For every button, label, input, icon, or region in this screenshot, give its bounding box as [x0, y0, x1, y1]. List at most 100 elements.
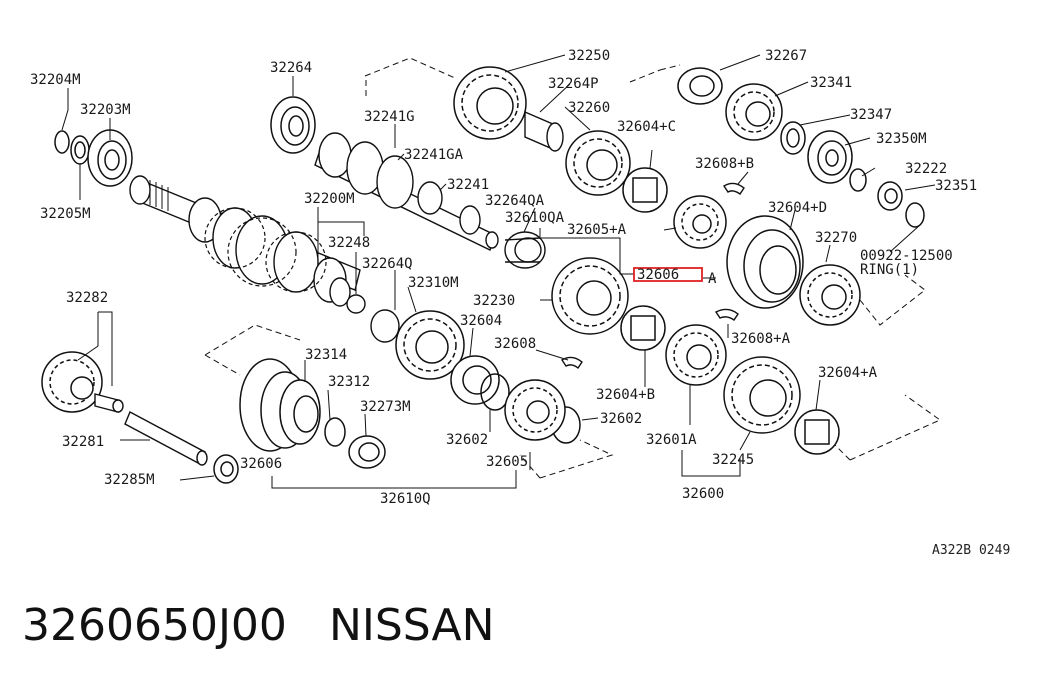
highlight-box — [633, 267, 703, 282]
label-32606-highlighted[interactable]: 32606 — [637, 267, 679, 283]
label-32222[interactable]: 32222 — [905, 161, 947, 177]
label-32608-A[interactable]: 32608+A — [731, 331, 791, 347]
gear-32310M — [395, 310, 465, 380]
gear-32245 — [723, 356, 801, 434]
label-32605[interactable]: 32605 — [486, 454, 528, 470]
bearing-32264 — [270, 96, 316, 154]
bearing-32350M — [807, 130, 853, 184]
label-32610Q[interactable]: 32610Q — [380, 491, 431, 507]
needle-bearing-32264QA — [504, 231, 546, 269]
ball-32248 — [346, 294, 366, 314]
figure-reference: A322B 0249 — [932, 543, 1011, 558]
main-shaft — [129, 175, 361, 307]
label-32264[interactable]: 32264 — [270, 60, 312, 76]
label-32312[interactable]: 32312 — [328, 374, 370, 390]
label-32310M[interactable]: 32310M — [408, 275, 459, 291]
label-32604-A[interactable]: 32604+A — [818, 365, 878, 381]
label-32270[interactable]: 32270 — [815, 230, 857, 246]
label-32203M[interactable]: 32203M — [80, 102, 131, 118]
label-32602-left[interactable]: 32602 — [446, 432, 488, 448]
label-32245[interactable]: 32245 — [712, 452, 754, 468]
label-32314[interactable]: 32314 — [305, 347, 347, 363]
hub-32604-C — [622, 167, 668, 213]
label-32241[interactable]: 32241 — [447, 177, 489, 193]
gear-32230 — [551, 257, 629, 335]
coupling-sleeve-32314 — [239, 358, 321, 452]
label-ring-1[interactable]: RING(1) — [860, 262, 919, 278]
label-32601A[interactable]: 32601A — [646, 432, 697, 448]
label-32250[interactable]: 32250 — [568, 48, 610, 64]
hub-32604-B — [620, 305, 666, 351]
gear-32250 — [453, 66, 527, 140]
counter-shaft — [314, 132, 499, 251]
washer-32347 — [780, 121, 806, 155]
label-32264QA[interactable]: 32264QA — [485, 193, 545, 209]
spacer-32282 — [94, 393, 124, 413]
label-32267[interactable]: 32267 — [765, 48, 807, 64]
label-32610QA[interactable]: 32610QA — [505, 210, 565, 226]
label-32604-D[interactable]: 32604+D — [768, 200, 827, 216]
snap-ring-32204M — [54, 130, 70, 154]
needle-bearing-32264Q — [370, 309, 400, 343]
gear-32605-A — [673, 195, 727, 249]
label-32341[interactable]: 32341 — [810, 75, 852, 91]
label-00922-12500[interactable]: 00922-12500 — [860, 248, 953, 264]
gear-32601A — [665, 324, 727, 386]
leader-lines — [61, 54, 936, 489]
washer-32205M — [70, 135, 90, 165]
label-32200M[interactable]: 32200M — [304, 191, 355, 207]
gear-32341 — [725, 83, 783, 141]
main-shaft-gears — [204, 207, 327, 293]
needle-bearing-32264P — [524, 110, 564, 152]
label-32248[interactable]: 32248 — [328, 235, 370, 251]
snap-ring-32222 — [849, 168, 867, 192]
label-32264P[interactable]: 32264P — [548, 76, 599, 92]
reverse-shaft-32281 — [124, 411, 208, 466]
insert-key-32608-A — [714, 308, 739, 321]
gear-32270 — [799, 264, 861, 326]
label-32260[interactable]: 32260 — [568, 100, 610, 116]
hub-32604-A — [794, 409, 840, 455]
label-32282[interactable]: 32282 — [66, 290, 108, 306]
label-32606[interactable]: 32606 — [240, 456, 282, 472]
exploded-view-svg: 32204M 32203M 32205M 32264 32241G 32241G… — [30, 48, 977, 507]
label-32350M[interactable]: 32350M — [876, 131, 927, 147]
label-32230[interactable]: 32230 — [473, 293, 515, 309]
snap-ring-32312 — [324, 417, 346, 447]
label-32204M[interactable]: 32204M — [30, 72, 81, 88]
bushing-32351 — [877, 181, 903, 211]
bearing-32203M — [87, 129, 133, 187]
label-32608[interactable]: 32608 — [494, 336, 536, 352]
insert-key-32608-B — [723, 182, 745, 195]
label-32273M[interactable]: 32273M — [360, 399, 411, 415]
label-32264Q[interactable]: 32264Q — [362, 256, 413, 272]
label-32604-C[interactable]: 32604+C — [617, 119, 676, 135]
hub-32604 — [450, 355, 500, 405]
label-32205M[interactable]: 32205M — [40, 206, 91, 222]
bearing-32273M — [348, 435, 386, 469]
label-32241G[interactable]: 32241G — [364, 109, 415, 125]
caption: 3260650J00 NISSAN — [22, 600, 495, 651]
label-32604-B[interactable]: 32604+B — [596, 387, 655, 403]
ring-00922-12500 — [905, 202, 925, 228]
gear-32282 — [41, 351, 103, 413]
label-32285M[interactable]: 32285M — [104, 472, 155, 488]
label-32605-A[interactable]: 32605+A — [567, 222, 627, 238]
label-32600[interactable]: 32600 — [682, 486, 724, 502]
label-A[interactable]: A — [708, 271, 717, 287]
label-32608-B[interactable]: 32608+B — [695, 156, 754, 172]
washer-32285M — [213, 454, 239, 484]
part-number: 3260650J00 — [22, 600, 287, 651]
label-32241GA[interactable]: 32241GA — [404, 147, 464, 163]
gear-32605 — [504, 379, 566, 441]
bushing-32267 — [677, 67, 723, 105]
brand-name: NISSAN — [328, 600, 495, 651]
gear-32260 — [565, 130, 631, 196]
label-32602-right[interactable]: 32602 — [600, 411, 642, 427]
label-32351[interactable]: 32351 — [935, 178, 977, 194]
label-32281[interactable]: 32281 — [62, 434, 104, 450]
label-32604[interactable]: 32604 — [460, 313, 502, 329]
label-32347[interactable]: 32347 — [850, 107, 892, 123]
part-labels: 32204M 32203M 32205M 32264 32241G 32241G… — [30, 48, 977, 507]
